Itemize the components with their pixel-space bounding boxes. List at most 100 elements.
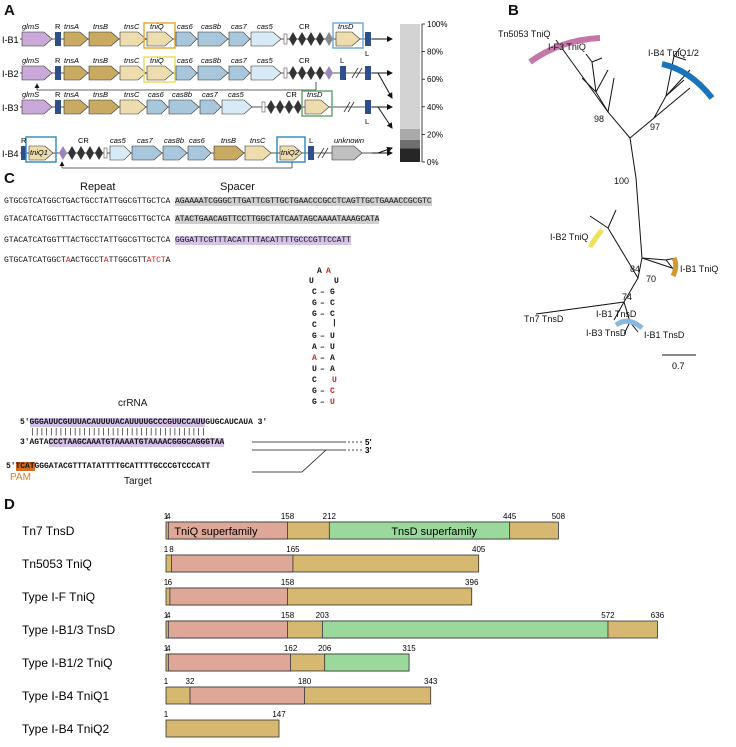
gene-tnsc (119, 31, 147, 47)
svg-text:cas5: cas5 (110, 136, 127, 145)
gene-labels-ib1: glmS R tnsA tnsB tnsC tniQ cas6 cas8b ca… (22, 22, 369, 58)
residue-tick: 180 (298, 677, 312, 686)
repeat-r (55, 66, 61, 80)
svg-text:R: R (55, 56, 61, 65)
gene-tnsc (244, 145, 272, 161)
gene-cas5 (109, 145, 132, 161)
residue-tick: 1 (164, 710, 169, 719)
svg-text:R: R (21, 136, 27, 145)
gene-tnsa (63, 65, 89, 81)
svg-text:tniQ: tniQ (150, 56, 164, 65)
tree-labels: Tn5053 TniQ I-F3 TniQ I-B4 TniQ1/2 I-B2 … (498, 29, 718, 340)
panel-letter-a: A (4, 2, 15, 19)
y-tick-label: 40% (427, 103, 443, 112)
tniq-domain (167, 620, 288, 639)
gene-tniq (146, 65, 174, 81)
sequence-line-3: GTACATCATGGTTTACTGCCTATTGGCGTTGCTCA GGGA… (4, 236, 351, 245)
gene-tniq2 (279, 145, 303, 161)
gene-tnsd (304, 99, 330, 115)
gene-tnsa (63, 31, 89, 47)
gene-tnsc (119, 99, 147, 115)
gene-glms (21, 99, 53, 115)
label-ib1-tniq: I-B1 TniQ (680, 264, 718, 274)
residue-tick: 445 (503, 512, 517, 521)
gene-cas5 (221, 99, 253, 115)
residue-tick: 162 (284, 644, 298, 653)
operon-row-ib3 (20, 90, 393, 117)
svg-text:cas6: cas6 (148, 90, 165, 99)
y-tick-label: 100% (427, 20, 447, 29)
svg-text:cas7: cas7 (137, 136, 154, 145)
svg-text:unknown: unknown (334, 136, 364, 145)
tniq-highlight-box (143, 22, 176, 49)
svg-text:CR: CR (299, 22, 310, 31)
residue-tick: 212 (323, 512, 337, 521)
residue-tick: 4 (166, 644, 171, 653)
svg-text:glmS: glmS (22, 90, 39, 99)
gene-tnsc (119, 65, 147, 81)
tnsd-highlight-box (332, 22, 364, 49)
bootstrap-values: 98 97 100 84 70 74 (594, 114, 660, 302)
repeat-r (21, 146, 26, 160)
row-label-ib2: I-B2 (2, 69, 19, 79)
residue-tick: 1 (164, 611, 169, 620)
label-tn7-tnsd: Tn7 TnsD (524, 314, 564, 324)
repeat-l (340, 66, 346, 80)
svg-text:cas8b: cas8b (201, 56, 221, 65)
spacer-header: Spacer (220, 181, 255, 193)
crispr-array (283, 66, 333, 80)
protein-name: Type I-B1/3 TnsD (22, 623, 115, 637)
label-ib1-tnsd-a: I-B1 TnsD (596, 309, 637, 319)
protein-name: Type I-F TniQ (22, 590, 95, 604)
svg-text:tnsB: tnsB (93, 56, 108, 65)
repeat-r (55, 100, 61, 114)
svg-text:tnsD: tnsD (307, 90, 323, 99)
residue-tick: 1 (164, 677, 169, 686)
residue-tick: 343 (424, 677, 438, 686)
gene-cas7 (228, 65, 251, 81)
scale-bar-label: 0.7 (672, 361, 685, 371)
sequence-line-2: GTACATCATGGTTTACTGCCTATTGGCGTTGCTCA ATAC… (4, 215, 380, 224)
operon-row-ib2 (20, 56, 393, 91)
arc-if3 (528, 35, 601, 65)
svg-text:74: 74 (622, 292, 632, 302)
svg-text:tniQ: tniQ (150, 22, 164, 31)
gene-cas8b (162, 145, 188, 161)
gene-cas8b (197, 65, 229, 81)
gene-cas5 (250, 65, 282, 81)
svg-text:100: 100 (614, 176, 629, 186)
row-label-ib3: I-B3 (2, 103, 19, 113)
svg-text:tnsB: tnsB (221, 136, 236, 145)
svg-text:tnsC: tnsC (124, 90, 140, 99)
nontarget-strand: 5′TCATGGGATACGTTTATATTTTGCATTTTGCCCGTCCC… (6, 462, 211, 471)
protein-name: Tn5053 TniQ (22, 557, 92, 571)
label-ib1-tnsd-b: I-B1 TnsD (644, 330, 685, 340)
row-label-ib1: I-B1 (2, 35, 19, 45)
residue-tick: 1 (164, 512, 169, 521)
svg-text:tnsA: tnsA (64, 90, 79, 99)
gene-unknown (331, 145, 363, 161)
tniq1-highlight-box (25, 136, 57, 163)
arc-ib13-tnsd (614, 318, 644, 330)
repeat-l (365, 32, 371, 46)
sequence-line-1: GTGCGTCATGGCTGACTGCCTATTGGCGTTGCTCA AGAA… (4, 197, 432, 206)
residue-tick: 1 (164, 545, 169, 554)
svg-text:CR: CR (299, 56, 310, 65)
gene-glms (21, 31, 53, 47)
tniq-domain (169, 587, 288, 606)
residue-tick: 158 (281, 578, 295, 587)
svg-text:tnsA: tnsA (64, 56, 79, 65)
crrna-sequence: 5′GGGAUUCGUUUACAUUUUACAUUUUGCCCGUUCCAUUG… (20, 418, 268, 427)
tnsd-domain (321, 620, 609, 639)
svg-text:cas6: cas6 (189, 136, 206, 145)
operon-row-ib1 (20, 22, 393, 49)
phylogenetic-tree: Tn5053 TniQ I-F3 TniQ I-B4 TniQ1/2 I-B2 … (498, 29, 718, 371)
y-tick-label: 0% (427, 158, 439, 167)
gene-glms (21, 65, 53, 81)
tnsd-domain (328, 521, 511, 540)
label-ib4-tniq: I-B4 TniQ1/2 (648, 48, 699, 58)
gene-labels-ib2: glmS R tnsA tnsB tnsC tniQ cas6 cas8b ca… (22, 56, 344, 65)
